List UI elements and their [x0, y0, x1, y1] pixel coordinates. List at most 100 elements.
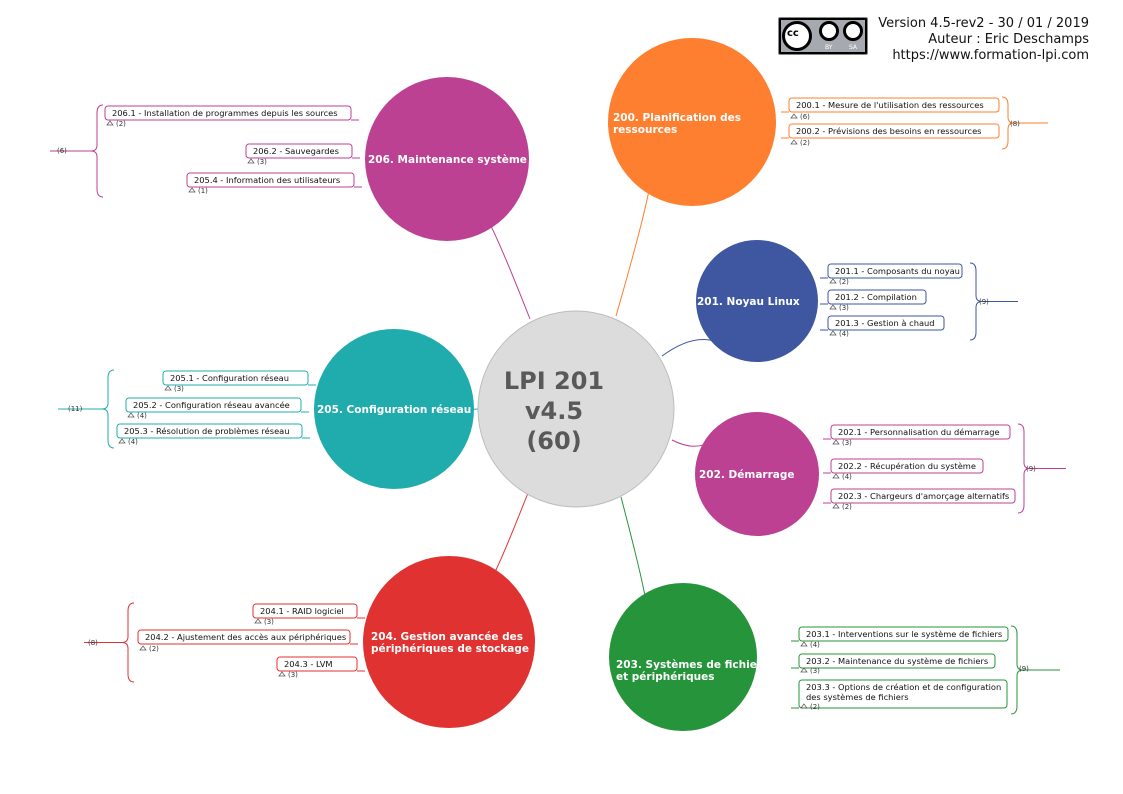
weight-icon [829, 330, 837, 336]
topic-circle-202[interactable] [695, 412, 819, 536]
weight-icon [832, 473, 840, 479]
subtopic-label: 201.2 - Compilation [835, 292, 917, 302]
subtopic-item[interactable]: 203.2 - Maintenance du système de fichie… [791, 653, 996, 675]
subtopic-label: 200.2 - Prévisions des besoins en ressou… [796, 126, 982, 136]
subtopic-item[interactable]: 203.1 - Interventions sur le système de … [791, 626, 1009, 649]
subtopic-box[interactable] [276, 656, 358, 672]
weight-icon [829, 304, 837, 310]
subtopic-weight: (2) [116, 120, 126, 128]
subtopic-item[interactable]: 206.2 - Sauvegardes(3) [245, 143, 360, 166]
subtopic-item[interactable]: 205.4 - Information des utilisateurs(1) [186, 172, 362, 195]
subtopic-weight: (2) [839, 278, 849, 286]
subtopic-label: 204.3 - LVM [284, 659, 333, 669]
subtopic-box[interactable] [252, 603, 358, 619]
subtopic-item[interactable]: 202.1 - Personnalisation du démarrage(3) [823, 424, 1011, 447]
weight-icon [800, 667, 808, 673]
version-text: Version 4.5-rev2 - 30 / 01 / 2019 [878, 16, 1089, 31]
subtopic-label: 202.1 - Personnalisation du démarrage [838, 427, 1000, 437]
weight-icon [106, 120, 114, 126]
subtopic-label: 203.1 - Interventions sur le système de … [806, 629, 1002, 639]
subtopic-item[interactable]: 200.2 - Prévisions des besoins en ressou… [781, 123, 1000, 147]
subtopic-box[interactable] [788, 123, 1000, 139]
subtopic-weight: (3) [264, 618, 274, 626]
subtopic-box[interactable] [827, 289, 927, 305]
url-text: https://www.formation-lpi.com [892, 48, 1089, 63]
weight-icon [790, 113, 798, 119]
subtopic-box[interactable] [830, 424, 1011, 440]
subtopic-item[interactable]: 201.3 - Gestion à chaud(4) [820, 315, 945, 338]
subtopic-item[interactable]: 203.3 - Options de création et de config… [791, 679, 1008, 711]
topic-title: et périphériques [616, 671, 714, 683]
subtopic-item[interactable]: 201.1 - Composants du noyau (2) [820, 263, 963, 286]
topic-title: 203. Systèmes de fichiers [616, 659, 768, 671]
subtopic-weight: (4) [810, 641, 820, 649]
topic-circle-203[interactable] [609, 583, 757, 731]
subtopic-item[interactable]: 205.1 - Configuration réseau (3) [162, 370, 316, 393]
subtopic-weight: (3) [174, 385, 184, 393]
subtopic-box[interactable] [245, 143, 353, 159]
subtopic-box[interactable] [186, 172, 355, 188]
group-brace [90, 104, 104, 198]
subtopic-label: 200.1 - Mesure de l'utilisation des ress… [796, 100, 984, 110]
weight-icon [829, 278, 837, 284]
subtopic-box[interactable] [798, 626, 1009, 642]
topic-connector [491, 492, 529, 578]
subtopic-item[interactable]: 205.2 - Configuration réseau avancée (4) [125, 397, 309, 420]
subtopic-item[interactable]: 205.3 - Résolution de problèmes réseau(4… [116, 423, 310, 446]
subtopic-item[interactable]: 206.1 - Installation de programmes depui… [104, 105, 359, 128]
subtopic-label: 205.1 - Configuration réseau [170, 373, 289, 383]
topic-circle-205[interactable] [314, 329, 474, 489]
subtopic-item[interactable]: 204.3 - LVM(3) [276, 656, 365, 679]
sa-label: SA [849, 44, 858, 51]
subtopic-box[interactable] [137, 629, 351, 645]
subtopic-box[interactable] [798, 653, 996, 669]
central-node-label: LPI 201 [504, 367, 604, 395]
subtopic-box[interactable] [798, 679, 1008, 709]
subtopic-box[interactable] [830, 488, 1016, 504]
subtopic-item[interactable]: 202.3 - Chargeurs d'amorçage alternatifs… [823, 488, 1016, 511]
subtopic-box[interactable] [104, 105, 352, 121]
topic-title: ressources [613, 124, 677, 136]
subtopic-box[interactable] [788, 97, 1000, 113]
subtopic-weight: (2) [810, 703, 820, 711]
subtopic-weight: (4) [842, 473, 852, 481]
cc-license-badge: cc BY SA [778, 17, 868, 55]
topic-circle-204[interactable] [363, 556, 535, 728]
subtopic-label: 204.1 - RAID logiciel [260, 606, 344, 616]
central-node-circle[interactable] [477, 310, 675, 508]
subtopic-weight: (4) [137, 412, 147, 420]
topic-circle-200[interactable] [608, 38, 776, 206]
topic-circle-201[interactable] [696, 240, 818, 362]
sa-share-icon [843, 21, 863, 41]
subtopic-box[interactable] [162, 370, 309, 386]
subtopic-box[interactable] [116, 423, 303, 439]
subtopic-box[interactable] [830, 458, 984, 474]
topic-connector [487, 220, 531, 320]
subtopic-label: 206.1 - Installation de programmes depui… [112, 108, 338, 118]
group-total-weight: (6) [57, 147, 67, 155]
subtopic-label: 205.2 - Configuration réseau avancée [133, 400, 290, 410]
subtopic-box[interactable] [125, 397, 302, 413]
subtopic-box[interactable] [827, 315, 945, 331]
subtopic-item[interactable]: 201.2 - Compilation(3) [820, 289, 927, 312]
subtopic-item[interactable]: 200.1 - Mesure de l'utilisation des ress… [781, 97, 1000, 121]
subtopic-label: 201.1 - Composants du noyau [835, 266, 960, 276]
group-total-weight: (9) [1026, 465, 1036, 473]
subtopic-weight: (6) [800, 113, 810, 121]
topic-title: périphériques de stockage [371, 643, 529, 655]
subtopic-item[interactable]: 204.2 - Ajustement des accès aux périphé… [137, 629, 358, 653]
group-brace [101, 369, 115, 449]
subtopic-box[interactable] [827, 263, 963, 279]
topic-circle-206[interactable] [365, 77, 529, 241]
subtopic-item[interactable]: 202.2 - Récupération du système(4) [823, 458, 984, 481]
subtopic-item[interactable]: 204.1 - RAID logiciel (3) [252, 603, 365, 626]
